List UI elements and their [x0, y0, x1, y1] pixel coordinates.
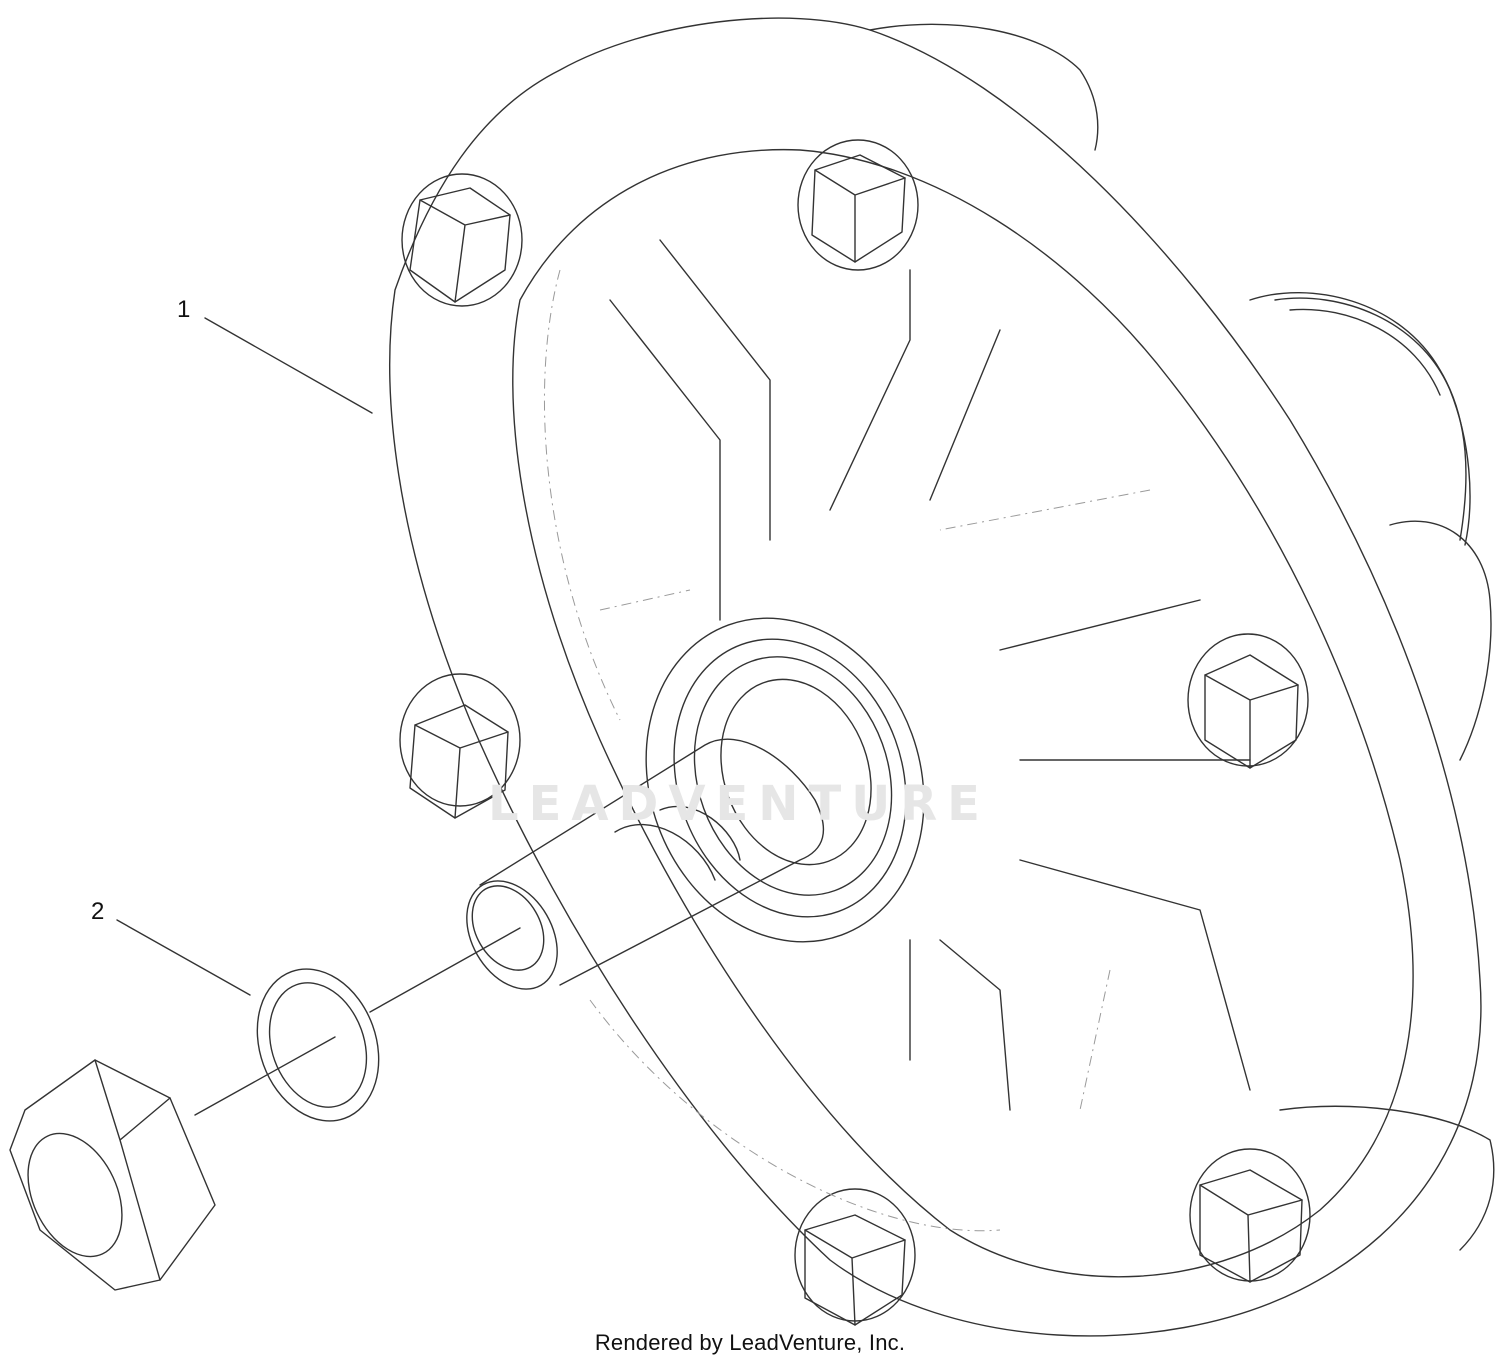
callout-2: 2: [91, 898, 105, 925]
footer-credit: Rendered by LeadVenture, Inc.: [594, 1330, 906, 1355]
hidden-line: [1080, 970, 1110, 1110]
housing-bolt: [402, 174, 522, 306]
bearing-seal: [696, 658, 896, 886]
hidden-line: [940, 490, 1150, 530]
hidden-line: [600, 590, 690, 610]
housing-bolt: [798, 140, 918, 270]
housing-bottom-lug: [1280, 1106, 1494, 1250]
nut-alignment-line: [195, 1037, 335, 1115]
bearing-inner-ring: [662, 629, 924, 923]
spindle-housing: [390, 18, 1481, 1336]
bearing-outer-ring: [602, 579, 969, 981]
callout-1: 1: [177, 296, 191, 323]
spindle-shaft: [480, 739, 823, 985]
bearing-ring: [636, 606, 944, 949]
pulley-hub: [1275, 298, 1470, 545]
housing-bolt: [400, 674, 520, 818]
housing-rib: [1020, 860, 1250, 1090]
washer-inner: [253, 969, 383, 1121]
housing-rib: [660, 240, 770, 540]
hidden-line: [590, 1000, 1000, 1231]
shaft-shoulder: [660, 806, 740, 860]
housing-side-lug: [1390, 521, 1491, 760]
housing-rim: [513, 150, 1413, 1277]
housing-rib: [940, 940, 1010, 1110]
housing-back-flange: [870, 24, 1466, 540]
housing-rib: [610, 300, 720, 620]
housing-bolt: [1190, 1149, 1310, 1282]
washer: [237, 952, 399, 1138]
hidden-line: [544, 270, 620, 720]
shaft-end-bore: [458, 873, 558, 983]
housing-bolt: [795, 1189, 915, 1325]
callout-1-leader: [205, 318, 372, 413]
housing-rib: [1000, 600, 1200, 650]
housing-rib: [930, 330, 1000, 500]
shaft-step: [615, 825, 715, 880]
hex-nut: [9, 1060, 215, 1290]
shaft-alignment-line: [370, 928, 520, 1012]
callout-2-leader: [117, 920, 250, 995]
housing-bolt: [1188, 634, 1308, 768]
housing-rib: [830, 270, 910, 510]
watermark: LEADVENTURE: [488, 776, 990, 832]
shaft-end-face: [448, 865, 575, 1005]
